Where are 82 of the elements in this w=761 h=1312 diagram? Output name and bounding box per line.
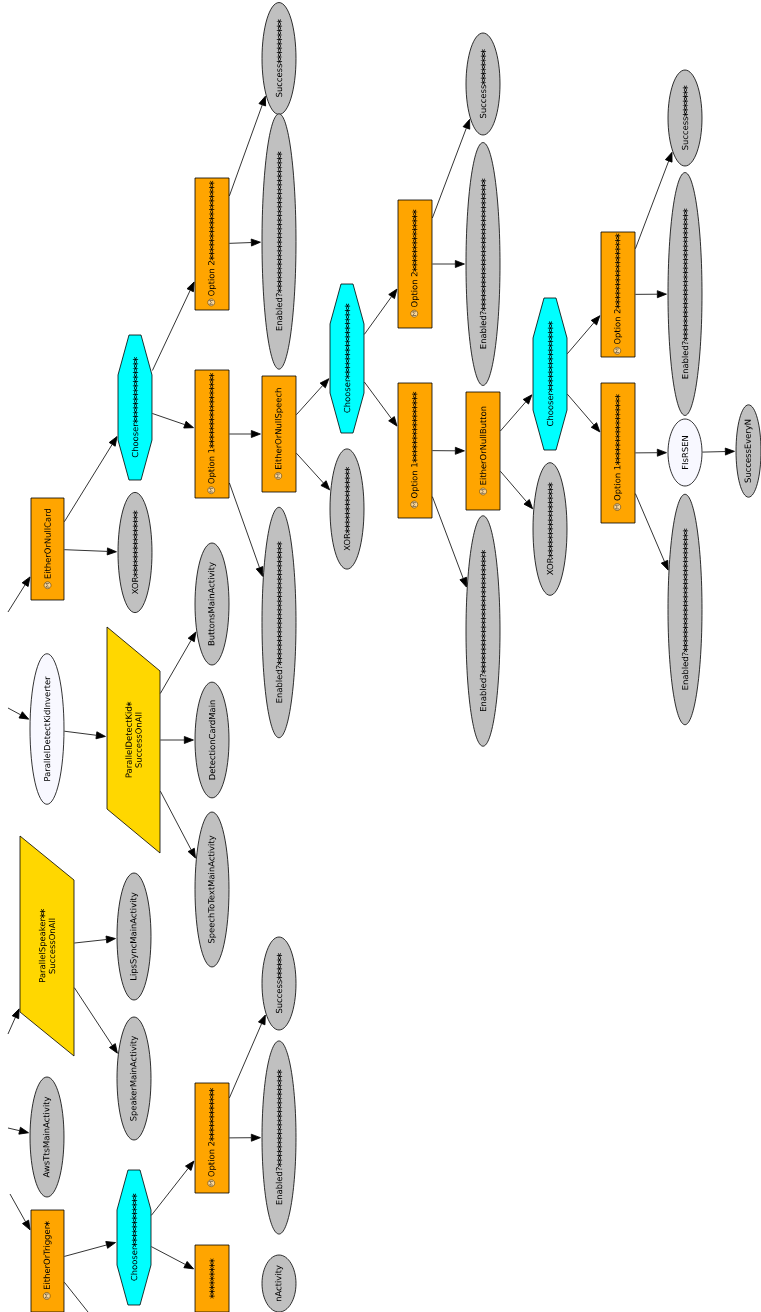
arrow	[364, 288, 398, 335]
arrow	[432, 118, 471, 219]
ellipse-node: LipsSyncMainActivity	[116, 872, 152, 1001]
action-box: EitherOrNullButton	[465, 391, 501, 511]
arrow	[296, 378, 330, 416]
ellipse-node: Enabled?∗∗∗∗∗∗∗∗∗∗∗∗∗∗∗∗∗∗∗∗∗∗∗∗∗∗∗∗∗∗	[465, 142, 501, 386]
ellipse-node: SuccessEveryN	[735, 404, 761, 498]
arrow	[64, 436, 118, 523]
arrow	[500, 470, 533, 510]
arrow	[635, 448, 667, 457]
arrow	[7, 707, 30, 720]
ellipse-node: AwsTtsMainActivity	[29, 1076, 65, 1198]
action-box: ∗∗∗∗∗∗∗∗∗	[194, 1244, 230, 1312]
arrow	[296, 452, 331, 491]
arrow	[229, 430, 261, 438]
parallelogram-node: ParallelDetectKid∗ SuccessOnAll	[106, 626, 161, 854]
ellipse-node: Success∗∗∗∗∗∗∗∗	[465, 32, 501, 136]
parallelogram-node: ParallelSpeaker∗∗ SuccessOnAll	[19, 835, 75, 1057]
arrow	[151, 1246, 194, 1270]
action-box: Option 2∗∗∗∗∗∗∗∗∗∗∗∗	[194, 1082, 230, 1194]
arrow	[229, 95, 266, 197]
arrow	[74, 987, 118, 1054]
hexagon-node: Chooser∗∗∗∗∗∗∗∗∗∗∗∗∗∗∗∗	[532, 297, 568, 451]
arrow	[635, 290, 667, 299]
action-box: Option 2∗∗∗∗∗∗∗∗∗∗∗∗∗∗∗∗∗∗	[194, 177, 230, 311]
ellipse-node: FIsRSEN	[667, 418, 703, 487]
ellipse-node: Success∗∗∗∗∗∗	[261, 936, 297, 1031]
arrow	[702, 447, 735, 456]
hexagon-node: Chooser∗∗∗∗∗∗∗∗∗∗∗∗∗∗∗	[117, 334, 153, 481]
ellipse-node: DetectionCardMain	[194, 681, 230, 799]
ellipse-node: Success∗∗∗∗∗∗∗∗∗∗	[261, 2, 297, 115]
ellipse-node: XOR∗∗∗∗∗∗∗∗∗∗∗∗∗∗∗	[329, 448, 365, 570]
action-box: Option 2∗∗∗∗∗∗∗∗∗∗∗∗∗∗∗∗∗	[600, 231, 636, 358]
action-box: Option 2∗∗∗∗∗∗∗∗∗∗∗∗∗∗	[397, 199, 433, 329]
arrow	[364, 381, 398, 427]
arrow	[432, 446, 465, 455]
action-box: Option 1∗∗∗∗∗∗∗∗∗∗∗∗∗∗∗∗	[397, 382, 433, 519]
arrow	[64, 547, 117, 556]
action-box: Option 1∗∗∗∗∗∗∗∗∗∗∗∗∗∗∗∗∗	[194, 369, 230, 499]
arrow	[229, 482, 264, 577]
ellipse-node: Enabled?∗∗∗∗∗∗∗∗∗∗∗∗∗∗∗∗∗∗∗∗∗∗∗∗∗∗∗∗	[465, 515, 501, 747]
ellipse-node: XOR∗∗∗∗∗∗∗∗∗∗∗∗∗∗∗∗∗	[532, 462, 568, 596]
arrow	[160, 790, 196, 859]
arrow	[567, 315, 601, 355]
arrow	[229, 1133, 261, 1142]
arrow	[151, 1160, 195, 1216]
ellipse-node: Enabled?∗∗∗∗∗∗∗∗∗∗∗∗∗∗∗∗∗∗∗∗∗∗∗∗∗∗∗∗	[667, 493, 703, 726]
arrow	[64, 730, 106, 740]
ellipse-node: SpeechToTextMainActivity	[194, 811, 230, 968]
arrow	[432, 496, 467, 588]
hexagon-node: Chooser∗∗∗∗∗∗∗∗∗∗∗∗∗∗∗∗∗	[329, 283, 365, 434]
arrow	[7, 576, 31, 613]
hexagon-node: Chooser∗∗∗∗∗∗∗∗∗∗∗∗	[116, 1169, 152, 1306]
arrow	[9, 1193, 31, 1231]
arrow	[229, 238, 261, 247]
arrow	[160, 736, 194, 744]
arrow	[7, 1126, 29, 1135]
ellipse-node: Enabled?∗∗∗∗∗∗∗∗∗∗∗∗∗∗∗∗∗∗∗∗∗∗∗∗∗∗∗∗	[261, 506, 297, 739]
ellipse-node: Enabled?∗∗∗∗∗∗∗∗∗∗∗∗∗∗∗∗∗∗∗∗∗∗	[261, 1040, 297, 1235]
arrow	[635, 151, 673, 250]
arrow	[7, 1008, 20, 1035]
ellipse-node: Success∗∗∗∗∗∗∗	[667, 69, 703, 167]
ellipse-node: Enabled?∗∗∗∗∗∗∗∗∗∗∗∗∗∗∗∗∗∗∗∗∗∗∗∗∗∗∗∗∗∗	[667, 172, 703, 416]
ellipse-node: ButtonsMainActivity	[194, 542, 230, 666]
arrow	[152, 281, 195, 371]
arrow	[635, 493, 669, 571]
arrow	[160, 631, 197, 694]
action-box: EitherOrTrigger∗	[30, 1209, 65, 1312]
ellipse-node: ParallelDetectKidInverter	[29, 653, 65, 805]
ellipse-node: nActivity	[261, 1254, 297, 1312]
arrow	[432, 260, 465, 268]
action-box: Option 1∗∗∗∗∗∗∗∗∗∗∗∗∗∗∗∗	[600, 382, 636, 524]
arrow	[500, 394, 533, 432]
arrow	[74, 935, 116, 944]
ellipse-node: XOR∗∗∗∗∗∗∗∗∗∗∗∗∗∗∗	[117, 492, 153, 613]
arrow	[64, 1241, 116, 1257]
arrow	[229, 1014, 266, 1099]
arrow	[152, 413, 194, 429]
action-box: EitherOrNullSpeech	[261, 375, 297, 493]
arrow	[567, 393, 601, 433]
ellipse-node: SpeakerMainActivity	[116, 1016, 152, 1141]
action-box: EitherOrNullCard	[30, 497, 65, 601]
